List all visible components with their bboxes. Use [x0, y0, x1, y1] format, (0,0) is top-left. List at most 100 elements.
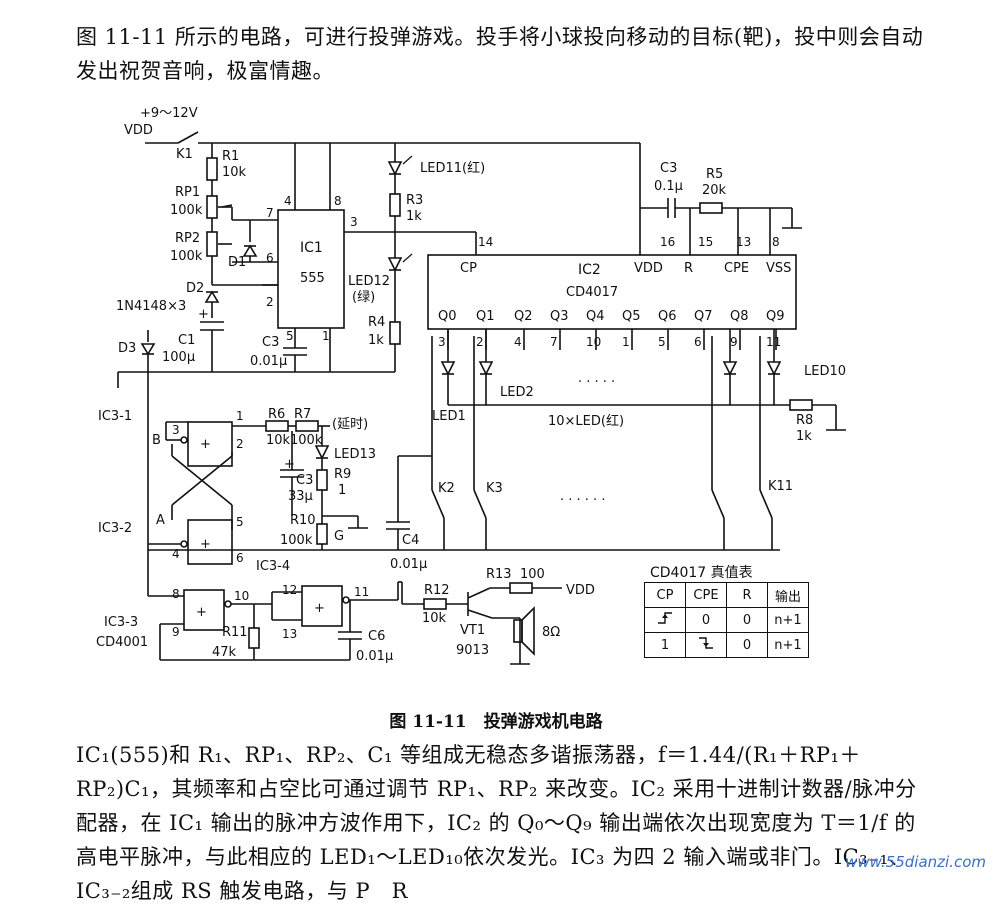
g1-pin2: 2 [236, 437, 244, 451]
c6-label: C6 [368, 629, 385, 644]
ic1-pin1: 1 [322, 329, 330, 343]
r13-value: 100 [520, 567, 545, 582]
node-b: B [152, 433, 161, 448]
ic2-q5: Q5 [622, 309, 641, 324]
ic2-cd4017 [427, 254, 797, 330]
r12-value: 10k [422, 611, 447, 626]
ic2-q6: Q6 [658, 309, 677, 324]
cd4001-label: CD4001 [96, 635, 148, 650]
ic2-pin8: 8 [772, 235, 780, 249]
r8-value: 1k [796, 429, 812, 444]
ic1-label: IC1 [300, 240, 323, 256]
ic2-qpin8: 9 [730, 335, 738, 349]
r1-value: 10k [222, 165, 247, 180]
led13 [314, 445, 330, 460]
resistor-r10 [316, 523, 328, 545]
r1-label: R1 [222, 149, 239, 164]
led10-label: LED10 [804, 364, 846, 379]
ic1-pin8: 8 [334, 194, 342, 208]
ic2-label: IC2 [578, 262, 601, 278]
g4-pin13: 13 [282, 627, 297, 641]
gate3-sign: + [196, 605, 207, 620]
cell: 0 [726, 607, 768, 633]
ic2-cpe: CPE [724, 261, 749, 276]
r11-value: 47k [212, 645, 237, 660]
vt1-type: 9013 [456, 643, 489, 658]
ellipsis-dots: . . . . . [578, 371, 615, 386]
r3-label: R3 [406, 193, 423, 208]
ic1-pin6: 6 [266, 251, 274, 265]
cell: n+1 [767, 607, 809, 633]
ic2-q9: Q9 [766, 309, 785, 324]
figure-caption: 图 11-11 投弹游戏机电路 [389, 712, 603, 732]
r6-value: 10k [266, 433, 291, 448]
delay-note: (延时) [332, 417, 368, 432]
r5-label: R5 [706, 167, 723, 182]
led13-label: LED13 [334, 447, 376, 462]
c3c-label: C3 [296, 473, 313, 488]
c3b-label: C3 [660, 161, 677, 176]
led11-label: LED11(红) [420, 160, 485, 176]
c1-plus: + [198, 307, 209, 322]
body-paragraph: IC₁(555)和 R₁、RP₁、RP₂、C₁ 等组成无稳态多谐振荡器，f＝1.… [76, 743, 917, 903]
ic31-label: IC3-1 [98, 409, 132, 424]
watermark: www.55dianzi.com [845, 853, 986, 871]
k1-label: K1 [176, 147, 193, 162]
g4-pin11: 11 [354, 585, 369, 599]
diode-d3 [140, 343, 156, 356]
ic2-qpin6: 5 [658, 335, 666, 349]
ic2-q0: Q0 [438, 309, 457, 324]
gate-ic33 [183, 589, 225, 631]
ic2-q7: Q7 [694, 309, 713, 324]
ic2-pin13: 13 [736, 235, 751, 249]
r4-label: R4 [368, 315, 385, 330]
resistor-r13 [509, 582, 533, 594]
ic2-pin14: 14 [478, 235, 493, 249]
diode-d2 [204, 290, 220, 303]
ic1-type: 555 [300, 271, 325, 286]
r13-label: R13 [486, 567, 512, 582]
pot-rp2 [206, 231, 218, 257]
rp1-label: RP1 [175, 185, 200, 200]
led1-label: LED1 [432, 409, 466, 424]
ic32-label: IC3-2 [98, 521, 132, 536]
led12-label: LED12 [348, 274, 390, 289]
ic2-q4: Q4 [586, 309, 605, 324]
r7-label: R7 [294, 407, 311, 422]
ic1-pin2: 2 [266, 295, 274, 309]
r11-label: R11 [222, 625, 248, 640]
r7-value: 100k [290, 433, 323, 448]
led11 [387, 161, 403, 176]
ic2-vdd: VDD [634, 261, 663, 276]
ic2-pin15: 15 [698, 235, 713, 249]
cell: 0 [726, 632, 768, 658]
led12-color: (绿) [352, 290, 375, 305]
led-group-label: 10×LED(红) [548, 413, 624, 429]
th-cp: CP [644, 582, 686, 608]
speaker-label: 8Ω [542, 625, 560, 640]
ic2-q8: Q8 [730, 309, 749, 324]
resistor-r3 [389, 193, 401, 217]
falling-edge-icon [685, 632, 727, 658]
d2-label: D2 [186, 281, 204, 296]
led2-label: LED2 [500, 385, 534, 400]
k2-label: K2 [438, 481, 455, 496]
r8-label: R8 [796, 413, 813, 428]
r6-label: R6 [268, 407, 285, 422]
ic2-q1: Q1 [476, 309, 495, 324]
resistor-r1 [206, 157, 218, 181]
c4-label: C4 [402, 533, 419, 548]
c1-label: C1 [178, 333, 195, 348]
ic1-pin7: 7 [266, 206, 274, 220]
gate2-sign: + [200, 537, 211, 552]
gate-ic34 [301, 585, 343, 627]
truth-table: CP CPE R 输出 0 0 n+1 1 0 n+1 [644, 582, 809, 658]
switch-k3 [473, 489, 487, 519]
r12-label: R12 [424, 583, 450, 598]
rp2-value: 100k [170, 249, 203, 264]
c3a-label: C3 [262, 335, 279, 350]
intro-paragraph: 图 11-11 所示的电路，可进行投弹游戏。投手将小球投向移动的目标(靶)，投中… [76, 25, 924, 83]
ic1-pin4: 4 [284, 194, 292, 208]
switch-k11 [759, 489, 773, 519]
